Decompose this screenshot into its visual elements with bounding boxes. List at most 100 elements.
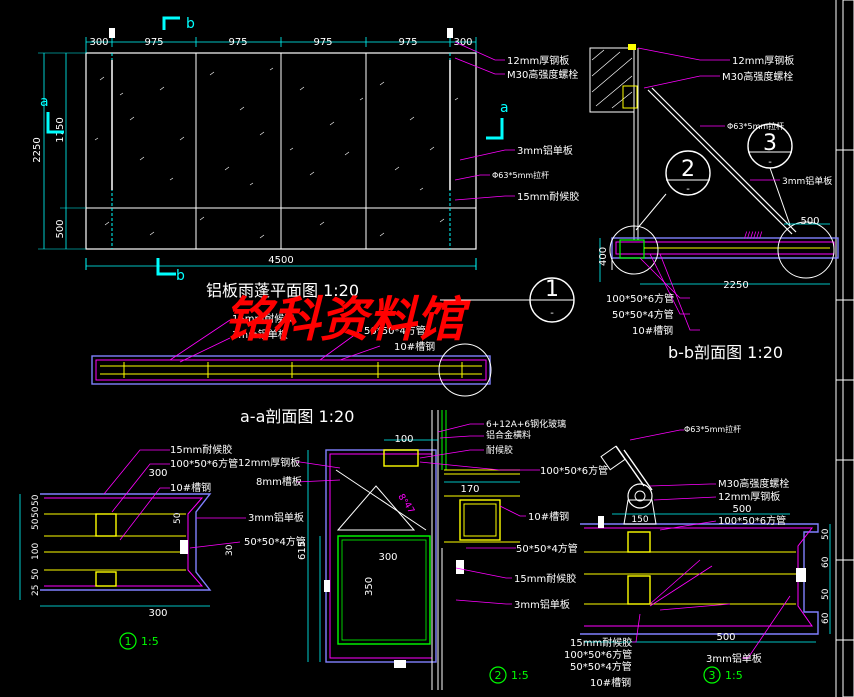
d2-note-panel: 3mm铝单板 — [514, 598, 570, 611]
d2-dim-615: 615 — [297, 541, 308, 560]
d1-top-dim: 300 — [148, 468, 167, 479]
bb-title: b-b剖面图 1:20 — [668, 343, 783, 362]
d1-dim-r1: 30 — [225, 544, 235, 556]
d3-note-channel: 10#槽钢 — [590, 676, 631, 689]
d2-dim-350: 350 — [364, 577, 375, 596]
d1-dim-l2: 50 — [31, 518, 41, 530]
aa-note-panel: 3mm铝单板 — [232, 328, 288, 341]
d3-note-bolt: M30高强度螺栓 — [718, 477, 789, 490]
plan-height-lower: 500 — [55, 219, 66, 238]
section-label-b-top: b — [186, 16, 195, 32]
plan-dim-4: 975 — [398, 37, 417, 48]
d1-dim-l3: 100 — [31, 543, 41, 560]
bb-callout-2: 2 — [681, 157, 695, 182]
d2-note-alu-rail: 铝合金横料 — [486, 429, 531, 441]
plan-height-upper: 1750 — [55, 117, 66, 142]
plan-title: 铝板雨蓬平面图 1:20 — [206, 281, 359, 300]
d3-dim-r1: 60 — [821, 556, 831, 568]
aa-note-sealant: 15mm耐候胶 — [232, 312, 294, 325]
bb-note-bolt: M30高强度螺栓 — [722, 70, 793, 83]
d2-note-channel: 10#槽钢 — [528, 510, 569, 523]
aa-note-tube: 50*50*4方管 — [364, 324, 426, 337]
bb-hatch: ////// — [744, 231, 763, 241]
d2-note-tube-50: 50*50*4方管 — [516, 542, 578, 555]
d3-dim-bottom: 500 — [716, 632, 735, 643]
bb-note-channel: 10#槽钢 — [632, 324, 673, 337]
d1-bottom-dim: 300 — [148, 608, 167, 619]
plan-note-sealant: 15mm耐候胶 — [517, 190, 579, 203]
d3-note-panel: 3mm铝单板 — [706, 652, 762, 665]
d2-label: 2 — [495, 669, 502, 682]
d1-note-panel: 3mm铝单板 — [248, 511, 304, 524]
section-label-a-left: a — [40, 94, 49, 110]
plan-dim-2: 975 — [228, 37, 247, 48]
plan-note-steel-plate: 12mm厚钢板 — [507, 54, 569, 67]
d2-note-steel-plate: 12mm厚钢板 — [238, 456, 300, 469]
detail-1: 50 50 50 100 50 25 50 30 300 300 15mm耐候胶… — [19, 443, 306, 650]
title-block — [835, 0, 854, 697]
plan-note-aluminum-panel: 3mm铝单板 — [517, 144, 573, 157]
plan-note-tie-rod: Φ63*5mm拉杆 — [492, 170, 549, 180]
bb-dim-400: 400 — [598, 247, 609, 266]
hatch-pattern — [94, 67, 459, 239]
plan-note-bolt: M30高强度螺栓 — [507, 68, 578, 81]
section-label-a-right: a — [500, 100, 509, 116]
plan-dim-0: 300 — [89, 37, 108, 48]
d1-dim-r0: 50 — [173, 512, 183, 524]
section-marker-a-left — [46, 112, 64, 134]
d3-dim-150: 150 — [631, 515, 648, 525]
detail-2: 615 350 300 100 170 8° 47 6+12A+6钢化玻璃 铝合… — [238, 410, 608, 690]
bb-note-tie-rod: Φ63*5mm拉杆 — [727, 121, 784, 131]
d2-note-sealant-15: 15mm耐候胶 — [514, 572, 576, 585]
section-aa: 3mm铝单板 50*50*4方管 10#槽钢 15mm耐候胶 1 - a-a剖面… — [91, 277, 575, 426]
section-label-b-bottom: b — [176, 268, 185, 284]
watermark-text: 铭科资料馆 — [224, 292, 471, 348]
d3-note-tube-100-top: 100*50*6方管 — [718, 514, 786, 527]
d1-note-tube-100: 100*50*6方管 — [170, 457, 238, 470]
d3-note-tube-100: 100*50*6方管 — [564, 648, 632, 661]
d2-scale: 1:5 — [511, 669, 529, 682]
d2-note-slot-plate: 8mm槽板 — [256, 475, 302, 488]
aa-title: a-a剖面图 1:20 — [240, 407, 354, 426]
section-marker-b-bottom — [156, 258, 176, 276]
plan-view: 300 975 975 975 975 300 4500 2250 1750 5… — [32, 16, 579, 300]
d1-note-tube-50: 50*50*4方管 — [244, 535, 306, 548]
d3-dim-r0: 50 — [821, 528, 831, 540]
d3-note-tube-50: 50*50*4方管 — [570, 660, 632, 673]
plan-total-width: 4500 — [268, 255, 293, 266]
d2-note-tube-100: 100*50*6方管 — [540, 464, 608, 477]
bb-dim-500: 500 — [800, 216, 819, 227]
d2-dim-47: 47 — [401, 501, 415, 516]
bb-callout-3: 3 — [763, 131, 777, 156]
d1-dim-l1: 50 — [31, 506, 41, 518]
plan-dim-5: 300 — [453, 37, 472, 48]
d1-label: 1 — [125, 635, 132, 648]
d2-dim-100: 100 — [394, 434, 413, 445]
d2-note-glass: 6+12A+6钢化玻璃 — [486, 418, 566, 430]
d3-scale: 1:5 — [725, 669, 743, 682]
d1-note-channel: 10#槽钢 — [170, 481, 211, 494]
bb-callout-3-sub: - — [768, 157, 772, 168]
bb-note-panel: 3mm铝单板 — [782, 175, 832, 187]
d3-label: 3 — [709, 669, 716, 682]
bb-callout-2-sub: - — [686, 184, 690, 195]
aa-note-channel: 10#槽钢 — [394, 340, 435, 353]
d2-dim-300: 300 — [378, 552, 397, 563]
bb-note-tube-50: 50*50*4方管 — [612, 308, 674, 321]
section-marker-a-right — [486, 118, 504, 140]
detail-3: 500 500 150 50 60 50 60 Φ63*5mm拉杆 M30高强度… — [564, 424, 831, 689]
bb-note-steel-plate: 12mm厚钢板 — [732, 54, 794, 67]
d2-angle: 8° — [395, 493, 409, 507]
aa-callout-sub: - — [550, 308, 554, 319]
d1-dim-l4: 50 — [31, 568, 41, 580]
d1-dim-l5: 25 — [31, 585, 41, 596]
section-bb: 2 - 3 - 500 400 2250 ////// 12mm厚钢板 M30高… — [589, 44, 839, 362]
section-marker-b-top — [162, 16, 180, 30]
plan-dim-1: 975 — [144, 37, 163, 48]
d1-dim-l0: 50 — [31, 494, 41, 506]
plan-height-total: 2250 — [32, 137, 43, 162]
d1-scale: 1:5 — [141, 635, 159, 648]
aa-callout-number: 1 — [545, 277, 559, 302]
